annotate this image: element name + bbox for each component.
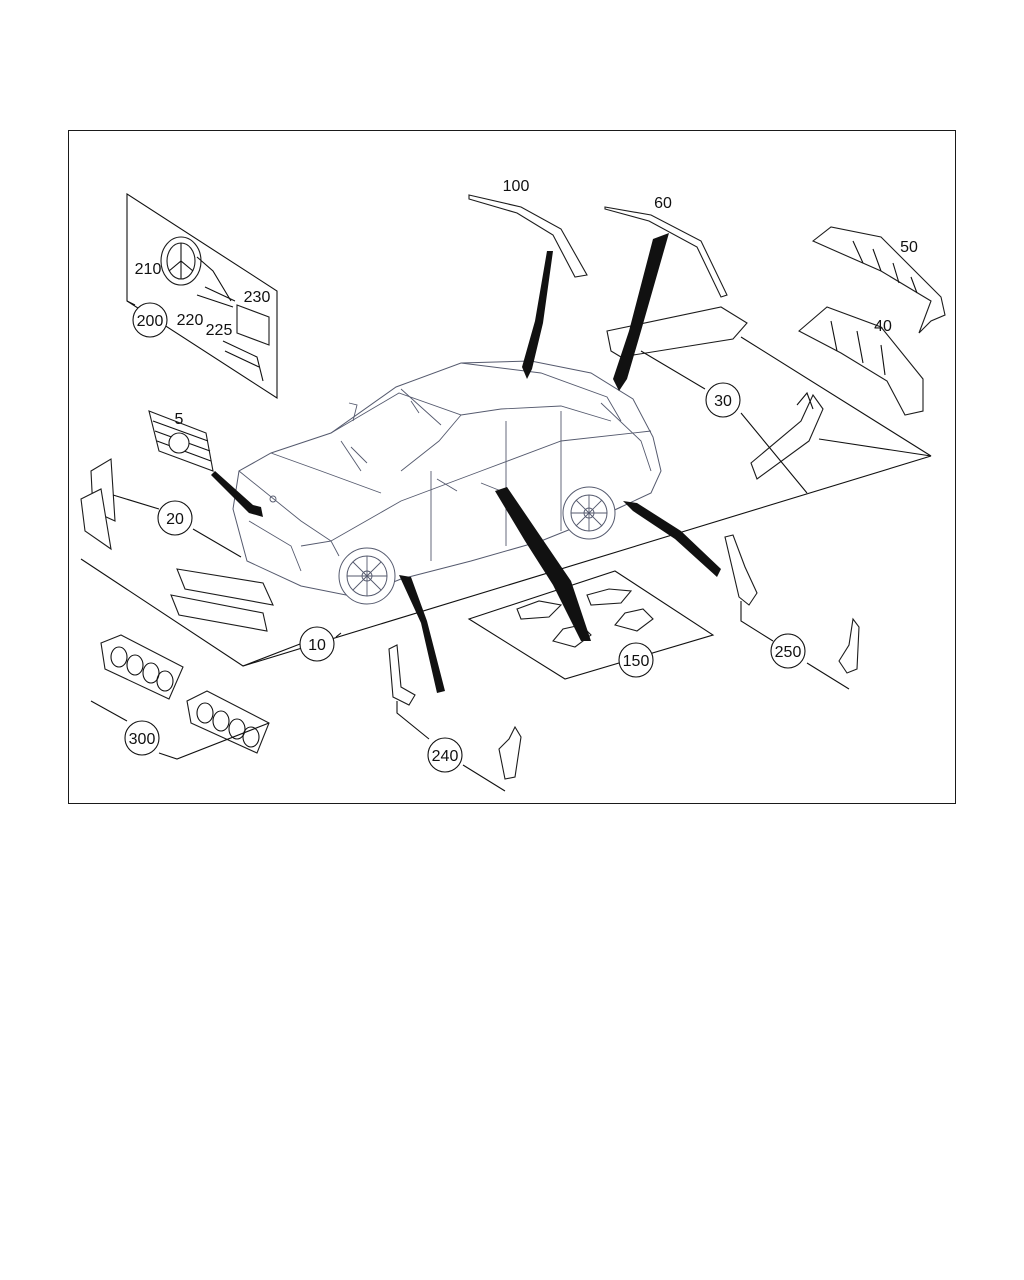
part-240-mud-flaps bbox=[388, 644, 522, 780]
part-5-grille bbox=[148, 410, 214, 472]
part-30-side-skirts bbox=[606, 306, 824, 480]
callout-200: 200 bbox=[137, 313, 164, 330]
part-250-mud-flaps bbox=[724, 534, 860, 674]
callout-20: 20 bbox=[166, 511, 184, 528]
callout-labels: 5 10 20 30 40 50 60 100 150 200 210 220 … bbox=[129, 178, 918, 765]
callout-225: 225 bbox=[206, 322, 233, 339]
callout-60: 60 bbox=[654, 195, 672, 212]
part-300-lamp-covers bbox=[100, 634, 270, 754]
diagram-frame: 5 10 20 30 40 50 60 100 150 200 210 220 … bbox=[68, 130, 956, 804]
part-40-rear-bumper bbox=[798, 306, 924, 416]
pointer-arrows bbox=[211, 233, 721, 693]
part-10-front-bumper bbox=[170, 568, 274, 632]
part-50-rear-diffuser bbox=[811, 226, 946, 334]
callout-230: 230 bbox=[244, 289, 271, 306]
callout-210: 210 bbox=[135, 261, 162, 278]
callout-50: 50 bbox=[900, 239, 918, 256]
leader-lines bbox=[80, 300, 932, 792]
callout-30: 30 bbox=[714, 393, 732, 410]
parts-diagram: 5 10 20 30 40 50 60 100 150 200 210 220 … bbox=[80, 178, 946, 792]
car-body bbox=[232, 360, 662, 605]
part-60-trunk-spoiler bbox=[604, 206, 728, 298]
callout-40: 40 bbox=[874, 318, 892, 335]
callout-150: 150 bbox=[623, 653, 650, 670]
group-200-kit bbox=[126, 192, 278, 400]
callout-100: 100 bbox=[503, 178, 530, 195]
callout-10: 10 bbox=[308, 637, 326, 654]
callout-circles bbox=[124, 302, 806, 773]
callout-220: 220 bbox=[177, 312, 204, 329]
part-150-door-handles bbox=[516, 588, 654, 648]
callout-5: 5 bbox=[175, 411, 184, 428]
callout-300: 300 bbox=[129, 731, 156, 748]
callout-240: 240 bbox=[432, 748, 459, 765]
part-20-headlight-trims bbox=[80, 458, 116, 551]
part-100-roof-spoiler bbox=[468, 194, 588, 278]
callout-250: 250 bbox=[775, 644, 802, 661]
